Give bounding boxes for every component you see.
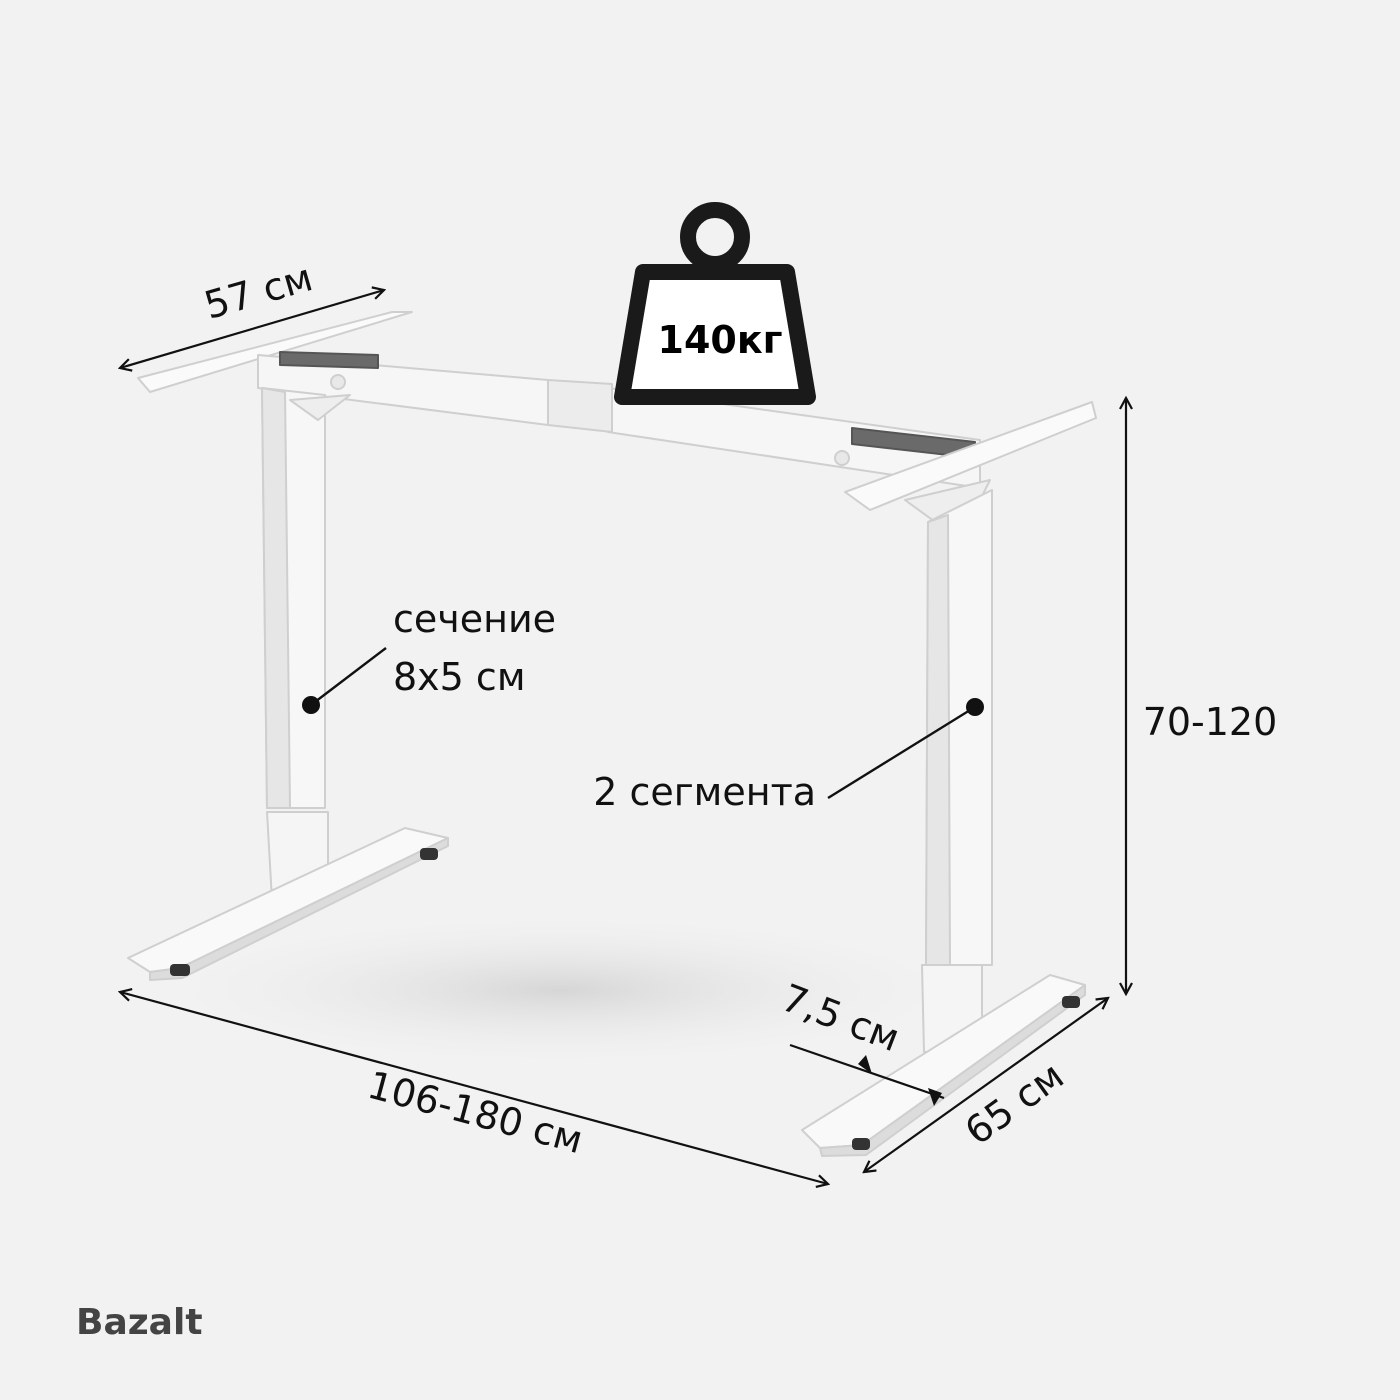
left-foot-glide-front: [170, 964, 190, 976]
section-label-line1: сечение: [393, 597, 556, 641]
segments-leader: [827, 705, 976, 800]
segments-dot: [966, 698, 984, 716]
top-width-label: 57 см: [199, 255, 317, 328]
foot-width-arrow: [789, 1043, 945, 1100]
foot-width-arrowhead-left: [858, 1055, 872, 1074]
right-column-side: [925, 514, 951, 966]
left-column-side: [261, 387, 291, 809]
height-label: 70-120: [1143, 700, 1278, 744]
segments-label: 2 сегмента: [593, 770, 816, 814]
section-dot: [302, 696, 320, 714]
section-label-line2: 8х5 см: [393, 655, 525, 699]
weight-label: 140кг: [658, 318, 783, 362]
left-foot-glide-back: [420, 848, 438, 860]
weight-body: [614, 264, 816, 405]
right-foot-glide-back: [1062, 996, 1080, 1008]
weight-ring: [680, 202, 750, 272]
length-label: 106-180 см: [363, 1063, 587, 1163]
crossbeam-bolt-right: [834, 450, 850, 466]
foot-width-arrowhead-right: [928, 1088, 942, 1106]
crossbeam-joint: [547, 379, 613, 433]
right-top-bracket: [844, 401, 1097, 511]
crossbeam-bolt-left: [330, 374, 346, 390]
motor-plate-left: [279, 351, 379, 369]
weight-icon: [614, 202, 816, 405]
brand-logo: Bazalt: [76, 1302, 203, 1343]
left-gusset: [289, 394, 351, 421]
section-leader: [310, 647, 387, 706]
top-width-arrow: [120, 290, 384, 368]
right-foot-glide-front: [852, 1138, 870, 1150]
length-arrow: [120, 992, 828, 1184]
foot-depth-arrow: [864, 998, 1108, 1172]
